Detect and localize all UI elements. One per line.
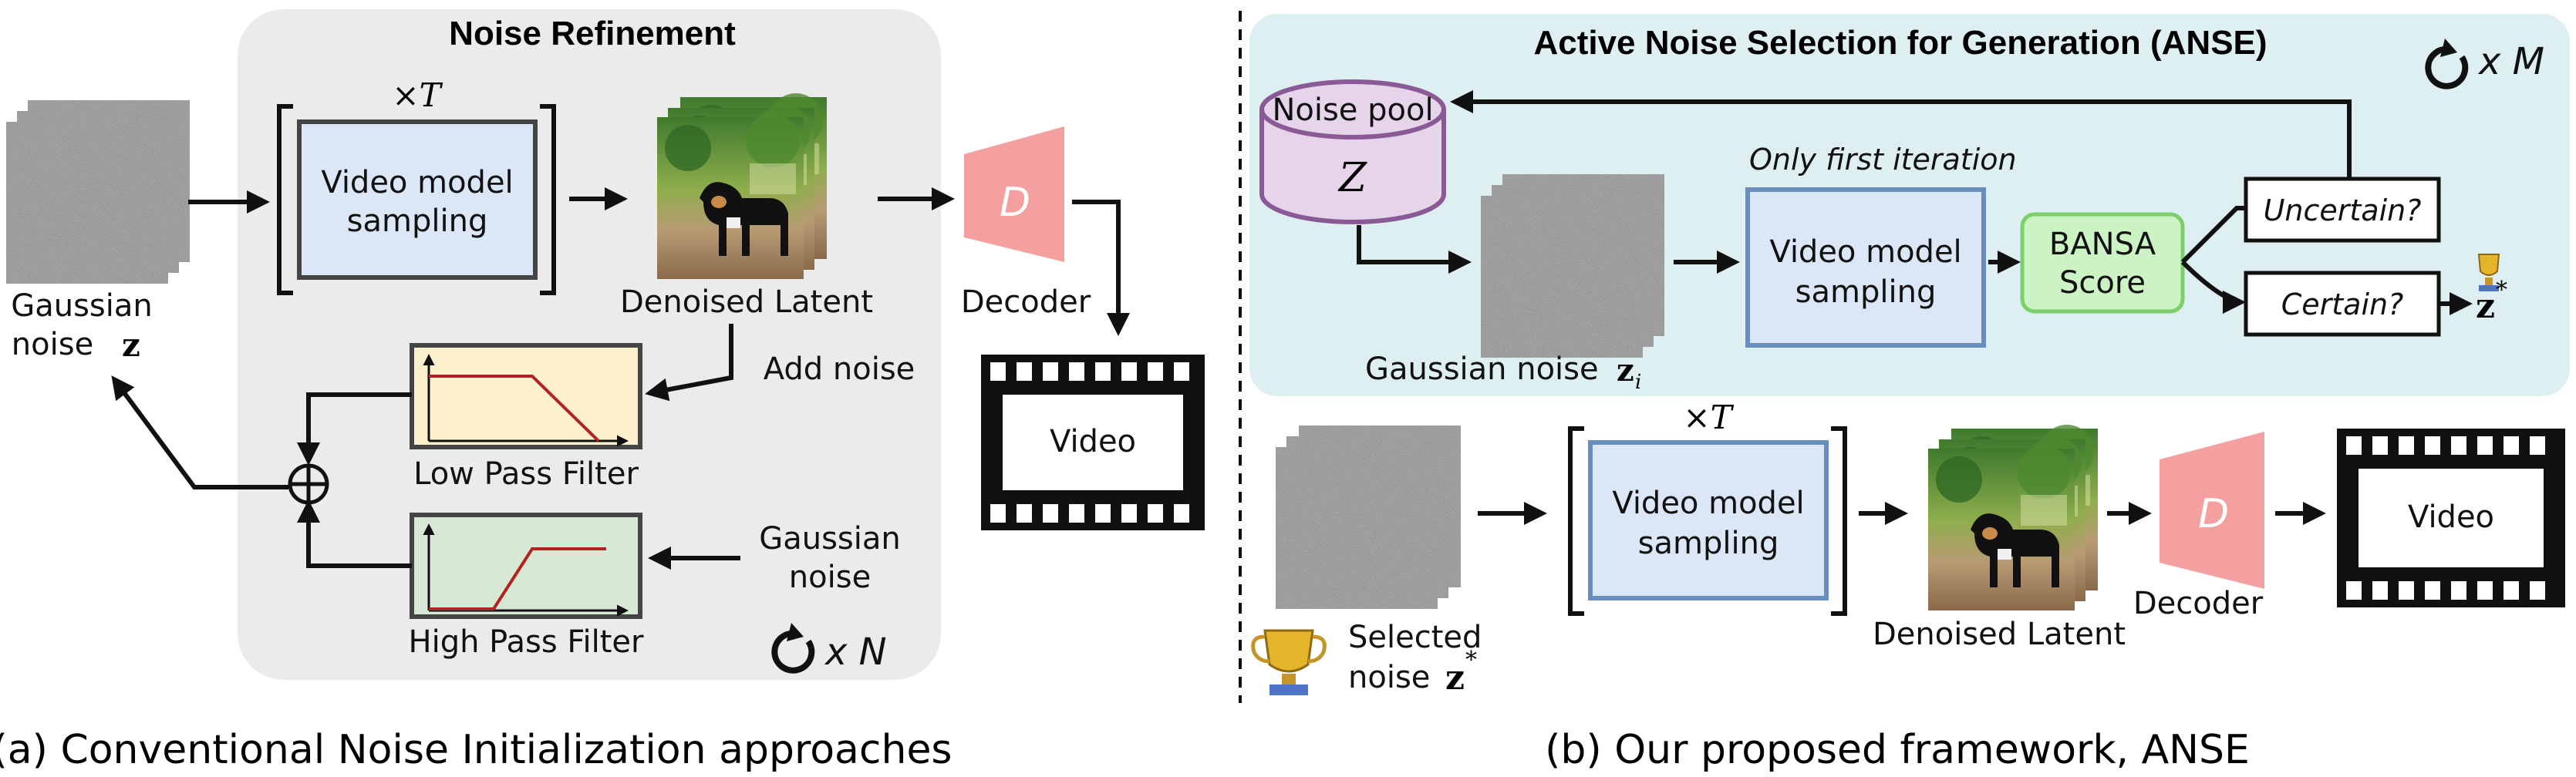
noise-stack-icon bbox=[1276, 426, 1461, 609]
sampling-line1: Video model bbox=[321, 165, 513, 200]
final-video-label: Video bbox=[2408, 500, 2494, 535]
hpf-gaussian-label-line1: Gaussian bbox=[759, 521, 901, 557]
denoised-latent-label: Denoised Latent bbox=[620, 284, 873, 320]
panel-b-caption: (b) Our proposed framework, ANSE bbox=[1545, 727, 2250, 773]
adder-icon bbox=[288, 463, 329, 505]
anse-sampling-line1: Video model bbox=[1769, 234, 1961, 270]
add-noise-label: Add noise bbox=[764, 352, 915, 387]
gaussian-noise-zi-label: Gaussian noise bbox=[1365, 352, 1599, 387]
z-star-symbol: z bbox=[2476, 287, 2495, 326]
decoder-letter: D bbox=[1000, 180, 1030, 226]
final-sampling-line1: Video model bbox=[1612, 486, 1804, 521]
certain-box bbox=[2244, 271, 2441, 337]
video-label: Video bbox=[1050, 424, 1136, 459]
anse-sampling-line2: sampling bbox=[1795, 274, 1937, 310]
noise-stack-icon bbox=[1481, 174, 1664, 358]
anse-times-t-label: ×T bbox=[1683, 399, 1734, 436]
refresh-icon bbox=[771, 623, 815, 674]
selected-noise-line1: Selected bbox=[1348, 620, 1482, 655]
uncertain-label: Uncertain? bbox=[2264, 193, 2422, 227]
gaussian-noise-label-line2: noise bbox=[12, 327, 93, 362]
high-pass-filter-box bbox=[410, 513, 642, 619]
panel-a-caption: (a) Conventional Noise Initialization ap… bbox=[0, 727, 953, 773]
final-decoder-letter: D bbox=[2198, 491, 2229, 537]
gaussian-noise-zi-symbol: z bbox=[1617, 352, 1634, 388]
noise-pool-cylinder bbox=[1259, 79, 1446, 224]
selected-noise-line2: noise bbox=[1348, 660, 1430, 695]
certain-label: Certain? bbox=[2281, 288, 2404, 321]
panel-b: Active Noise Selection for Generation (A… bbox=[1249, 14, 2570, 773]
decoder-trapezoid-icon bbox=[964, 126, 1064, 262]
selected-noise-sup: * bbox=[1465, 647, 1477, 674]
hpf-gaussian-label-line2: noise bbox=[789, 560, 871, 595]
refresh-icon bbox=[2425, 39, 2469, 89]
bansa-line2: Score bbox=[2059, 265, 2146, 301]
decoder-label: Decoder bbox=[961, 284, 1091, 320]
panel-b-title: Active Noise Selection for Generation (A… bbox=[1533, 24, 2267, 62]
repeat-m-label: x M bbox=[2477, 40, 2544, 83]
film-strip-icon bbox=[2337, 429, 2565, 607]
low-pass-filter-label: Low Pass Filter bbox=[413, 456, 639, 492]
latent-image-icon bbox=[657, 93, 827, 279]
gaussian-noise-label-line1: Gaussian bbox=[11, 288, 153, 324]
final-video-model-sampling-box bbox=[1588, 440, 1829, 600]
panel-a: Noise Refinement Gaussian noise z ×T Vid… bbox=[0, 9, 1205, 773]
panel-a-title: Noise Refinement bbox=[449, 15, 736, 52]
bansa-line1: BANSA bbox=[2049, 227, 2156, 262]
latent-image-icon bbox=[1928, 425, 2098, 610]
repeat-n-label: x N bbox=[824, 631, 887, 674]
only-first-iteration-label: Only first iteration bbox=[1749, 143, 2017, 177]
z-star-sup: * bbox=[2496, 277, 2507, 304]
decoder-trapezoid-icon bbox=[2160, 432, 2264, 589]
trophy-icon bbox=[1251, 629, 1327, 695]
video-model-sampling-box bbox=[297, 119, 538, 280]
high-pass-filter-label: High Pass Filter bbox=[409, 624, 644, 660]
film-strip-icon bbox=[981, 355, 1205, 530]
sampling-line2: sampling bbox=[347, 204, 488, 239]
noise-stack-icon bbox=[6, 100, 190, 284]
gaussian-noise-symbol: z bbox=[122, 326, 140, 364]
uncertain-box bbox=[2244, 177, 2441, 243]
final-denoised-latent-label: Denoised Latent bbox=[1873, 617, 2126, 652]
final-decoder-label: Decoder bbox=[2133, 586, 2264, 621]
times-t-label: ×T bbox=[392, 76, 443, 114]
anse-video-model-sampling-box bbox=[1745, 187, 1986, 348]
selected-noise-symbol: z bbox=[1445, 658, 1465, 698]
noise-pool-label: Noise pool bbox=[1272, 92, 1433, 128]
gaussian-noise-zi-subscript: i bbox=[1635, 371, 1641, 394]
trophy-icon bbox=[2477, 254, 2500, 291]
noise-pool-symbol: Z bbox=[1337, 155, 1367, 201]
final-sampling-line2: sampling bbox=[1638, 526, 1779, 561]
low-pass-filter-box bbox=[410, 343, 642, 449]
